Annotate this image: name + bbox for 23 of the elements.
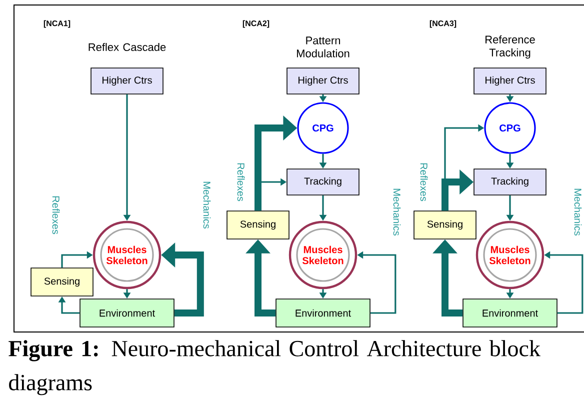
edge-label: Mechanics xyxy=(573,187,583,237)
edge-label: Reflexes xyxy=(51,194,61,236)
process-box: Higher Ctrs xyxy=(90,68,164,94)
panel-tag: [NCA1] xyxy=(44,20,70,28)
process-box: Sensing xyxy=(226,210,290,240)
process-box: Environment xyxy=(80,298,174,328)
process-box: Tracking xyxy=(286,168,360,196)
process-box: Environment xyxy=(462,298,558,328)
edge-label: Mechanics xyxy=(392,187,402,237)
panel-title: Pattern Modulation xyxy=(297,36,350,58)
process-box: Higher Ctrs xyxy=(474,68,546,94)
process-box: Higher Ctrs xyxy=(286,68,360,94)
panel-tag: [NCA2] xyxy=(242,20,270,28)
process-box: Sensing xyxy=(414,210,476,240)
process-box: Environment xyxy=(276,298,370,328)
process-box: Sensing xyxy=(30,268,94,296)
edge-label: Reflexes xyxy=(419,162,429,202)
panel-title: Reflex Cascade xyxy=(88,42,166,52)
edge-label: Reflexes xyxy=(236,162,246,202)
caption: Figure 1: Neuro-mechanical Control Architecture block diagrams xyxy=(8,340,540,396)
process-box: Tracking xyxy=(474,168,546,196)
edge-label: Mechanics xyxy=(202,180,212,230)
panel-tag: [NCA3] xyxy=(430,20,456,28)
